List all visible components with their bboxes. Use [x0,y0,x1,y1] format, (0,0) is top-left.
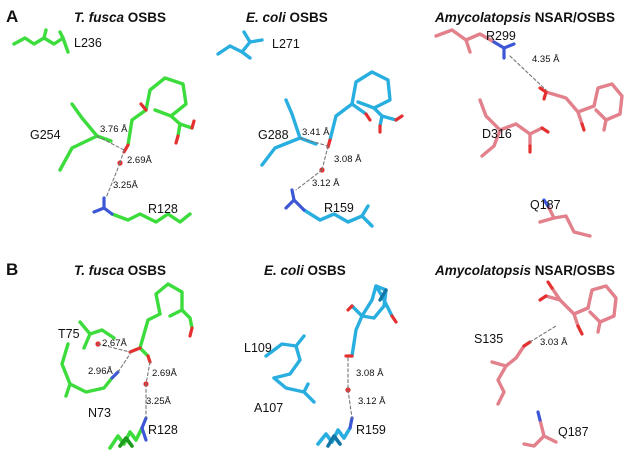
molecule-a-ecoli [216,30,404,228]
distance-b-tfusca-1: 2.67Å [102,338,127,349]
residue-stick-r128-b-dark [118,436,134,448]
nitrogen-atoms-q187-b [536,410,542,422]
nitrogen-atoms-r159 [284,188,306,212]
oxygen-atoms-a-amyco [538,86,586,132]
distance-b-amyco-1: 3.03 Å [540,337,568,348]
residue-stick-l271 [216,30,264,60]
oxygen-atoms-s135 [522,340,532,348]
ligand-osb-b-tfusca [138,282,194,358]
label-r128-b: R128 [148,423,178,437]
panel-letter-a: A [6,7,18,26]
distance-b-tfusca-3: 2.69Å [152,368,177,379]
oxygen-atoms-a-ecoli [326,112,404,149]
hbond-a-ecoli-2 [321,145,329,171]
oxygen-atoms-b-amyco [538,280,584,336]
oxygen-atoms-b-tfusca [128,326,194,364]
residue-stick-l236 [12,28,70,54]
ligand-osb-b-amyco [544,284,618,334]
distance-a-ecoli-3: 3.12 Å [312,178,340,189]
residue-stick-s135 [490,344,526,406]
distance-a-tfusca-3: 3.25Å [113,180,138,191]
hbond-a-ecoli-1 [299,137,329,147]
label-l109: L109 [244,341,272,355]
molecule-b-ecoli [264,284,398,448]
hbond-b-tfusca-1 [97,343,131,353]
residue-stick-r159 [302,204,374,228]
residue-stick-q187 [538,204,592,238]
label-q187-a: Q187 [530,198,561,212]
title-b-amyco: Amycolatopsis NSAR/OSBS [434,263,615,278]
oxygen-atoms-d316 [528,126,550,154]
ligand-osb-a-amyco [544,82,624,132]
ligand-osb-b-ecoli [350,284,394,358]
label-r159: R159 [324,201,354,215]
molecule-a-tfusca [12,28,196,224]
residue-stick-q187-b [522,418,558,448]
residue-stick-n73 [60,342,114,398]
oxygen-atoms-a-tfusca [122,102,196,154]
label-g254: G254 [30,128,61,142]
distance-a-ecoli-1: 3.41 Å [302,127,330,138]
hbond-a-tfusca-1 [96,135,125,151]
label-t75: T75 [58,327,80,341]
nitrogen-atoms-r299 [492,40,516,60]
nitrogen-atoms-r159-b [348,416,354,430]
label-r159-b: R159 [356,423,386,437]
distance-a-tfusca-1: 3.76 Å [100,124,128,135]
hbond-b-ecoli-2 [347,389,353,419]
distance-a-amyco-1: 4.35 Å [532,54,560,65]
oxygen-atoms-b-ecoli [344,304,398,358]
label-l271: L271 [272,37,300,51]
nitrogen-atoms-n73 [110,370,120,380]
ligand-osb-a-ecoli [328,70,398,142]
label-q187-b: Q187 [558,425,589,439]
residue-stick-r299 [434,28,496,54]
residue-stick-a107 [272,376,316,404]
ligand-osb-a-tfusca [126,76,194,147]
hbond-a-amyco-1 [509,55,547,91]
title-b-tfusca: T. fusca OSBS [74,263,166,278]
nitrogen-atoms-q187 [542,198,550,208]
title-b-ecoli: E. coli OSBS [264,263,346,278]
hbond-b-tfusca-3 [145,361,151,385]
distance-a-tfusca-2: 2.69Å [127,155,152,166]
distance-b-ecoli-1: 3.08 Å [356,368,384,379]
hbond-a-tfusca-3 [105,162,121,199]
nitrogen-atoms-r128-b [140,416,148,442]
label-g288: G288 [258,128,289,142]
label-d316: D316 [482,127,512,141]
title-a-tfusca: T. fusca OSBS [74,10,166,25]
molecule-a-amyco [434,28,624,238]
label-n73: N73 [88,406,111,420]
title-a-ecoli: E. coli OSBS [246,10,328,25]
hbond-b-amyco-1 [529,325,557,343]
title-a-amyco: Amycolatopsis NSAR/OSBS [434,10,615,25]
molecule-b-tfusca [60,282,194,450]
label-l236: L236 [74,36,102,50]
distance-b-ecoli-2: 3.12 Å [358,396,386,407]
distance-a-ecoli-2: 3.08 Å [334,154,362,165]
label-s135: S135 [474,332,503,346]
panel-letter-b: B [6,260,18,279]
residue-stick-d316 [478,98,544,158]
hbond-a-ecoli-3 [295,169,323,191]
nitrogen-atoms-r128 [92,196,114,216]
residue-stick-l109 [264,334,306,380]
ligand-osb-b-ecoli-dark [378,288,388,302]
residue-stick-g254 [58,102,113,172]
residue-stick-r159-b-dark [326,434,342,448]
hbond-b-tfusca-2 [117,353,131,373]
molecule-b-amyco [490,280,618,448]
distance-b-tfusca-2: 2.96Å [88,366,113,377]
label-a107: A107 [254,401,283,415]
residue-stick-t75 [78,320,116,350]
residue-stick-r128 [110,212,192,224]
distance-b-tfusca-4: 3.25Å [146,396,171,407]
hbond-a-tfusca-2 [119,149,125,164]
label-r299: R299 [486,29,516,43]
label-r128: R128 [148,202,178,216]
